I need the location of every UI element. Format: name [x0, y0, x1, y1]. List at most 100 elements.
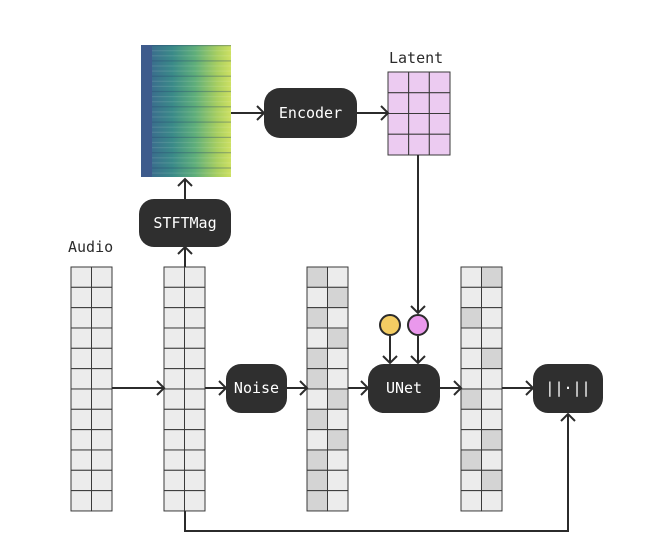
arrowhead — [380, 105, 390, 121]
spectrogram-stripe — [152, 55, 231, 57]
latent-cell — [408, 133, 430, 156]
tensor-cell — [460, 368, 482, 390]
tensor-cell — [481, 449, 503, 471]
tensor-cell — [481, 429, 503, 451]
arrowhead — [453, 380, 463, 396]
tensor-cell — [70, 469, 92, 492]
tensor-cell — [163, 469, 185, 492]
tensor-cell — [327, 449, 349, 471]
tensor-cell — [306, 408, 328, 431]
tensor-cell — [327, 368, 349, 390]
node-noise: Noise — [226, 364, 287, 413]
tensor-cell — [327, 286, 349, 309]
tensor-cell — [306, 449, 328, 471]
spectrogram-stripe — [152, 141, 231, 144]
tensor-cell — [460, 449, 482, 471]
tensor-cell — [460, 388, 482, 410]
spectrogram-stripe — [152, 75, 231, 77]
tensor-cell — [163, 327, 185, 349]
tensor-cell — [163, 286, 185, 309]
tensor-cell — [70, 286, 92, 309]
latent-cell — [387, 92, 410, 114]
tensor-cell — [91, 327, 113, 349]
tensor-cell — [481, 307, 503, 329]
tensor-cell — [327, 408, 349, 431]
tensor-cell — [184, 307, 206, 329]
tensor-cell — [70, 408, 92, 431]
tensor-cell — [184, 368, 206, 390]
spectrogram-stripe — [152, 116, 231, 118]
tensor-cell — [91, 449, 113, 471]
tensor-cell — [460, 490, 482, 512]
tensor-cell — [481, 388, 503, 410]
tensor-cell — [70, 368, 92, 390]
spectrogram-stripe — [152, 162, 231, 164]
spectrogram-image — [141, 45, 231, 177]
node-norm: ||·|| — [533, 364, 603, 413]
tensor-cell — [306, 266, 328, 288]
spectrogram-stripe — [152, 111, 231, 113]
spectrogram-stripe — [152, 90, 231, 93]
tensor-cell — [306, 347, 328, 370]
latent-label: Latent — [389, 49, 443, 67]
tensor-cell — [91, 286, 113, 309]
tensor-cell — [163, 429, 185, 451]
arrowhead — [410, 305, 426, 315]
tensor-columns — [70, 266, 503, 512]
tensor-cell — [70, 266, 92, 288]
tensor-cell — [184, 449, 206, 471]
latent-cell — [428, 92, 451, 114]
tensor-cell — [163, 307, 185, 329]
spectrogram-stripe — [152, 50, 231, 52]
spectrogram-stripe — [152, 147, 231, 149]
spectrogram-stripe — [152, 131, 231, 133]
spectrogram-stripe — [152, 85, 231, 87]
tensor-cell — [163, 347, 185, 370]
tensor-cell — [184, 388, 206, 410]
arrowhead — [177, 177, 193, 187]
tensor-cell — [163, 408, 185, 431]
tensor-cell — [327, 307, 349, 329]
tensor-cell — [460, 327, 482, 349]
latent-cell — [428, 71, 451, 94]
spectrogram-stripe — [152, 96, 231, 98]
tensor-cell — [70, 449, 92, 471]
tensor-cell — [306, 286, 328, 309]
tensor-cell — [70, 388, 92, 410]
node-stft: STFTMag — [139, 199, 231, 247]
tensor-cell — [70, 307, 92, 329]
node-unet: UNet — [368, 364, 440, 413]
tensor-cell — [481, 490, 503, 512]
tensor-cell — [327, 469, 349, 492]
latent-cell — [387, 71, 410, 94]
tensor-cell — [481, 469, 503, 492]
latent-cell — [408, 113, 430, 135]
output-tensor — [460, 266, 503, 512]
tensor-cell — [70, 327, 92, 349]
tensor-cell — [481, 327, 503, 349]
tensor-cell — [91, 347, 113, 370]
tensor-cell — [91, 408, 113, 431]
tensor-cell — [481, 368, 503, 390]
arrowhead — [156, 380, 166, 396]
condition-yellow-circle — [379, 314, 401, 336]
tensor-cell — [163, 368, 185, 390]
tensor-cell — [327, 429, 349, 451]
tensor-cell — [481, 286, 503, 309]
condition-pink-circle — [407, 314, 429, 336]
tensor-cell — [306, 307, 328, 329]
arrowhead — [299, 380, 309, 396]
spectrogram-stripe — [152, 152, 231, 154]
latent-cell — [408, 71, 430, 94]
tensor-cell — [163, 490, 185, 512]
tensor-cell — [163, 449, 185, 471]
tensor-cell — [91, 307, 113, 329]
tensor-cell — [70, 490, 92, 512]
tensor-cell — [460, 266, 482, 288]
node-unet-label: UNet — [386, 379, 422, 397]
tensor-cell — [460, 307, 482, 329]
audio-tensor — [70, 266, 113, 512]
spectrogram-stripe — [152, 106, 231, 108]
